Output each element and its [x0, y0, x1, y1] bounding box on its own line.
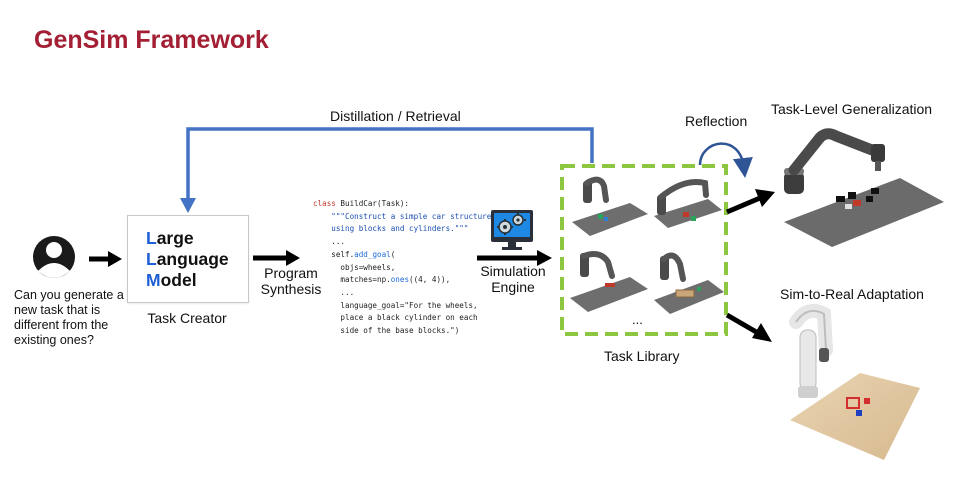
- arrow-code-to-sim: [477, 250, 552, 266]
- program-synthesis-label: Program Synthesis: [260, 265, 322, 297]
- arrow-llm-to-code: [253, 250, 300, 266]
- task-creator-label: Task Creator: [147, 310, 227, 326]
- arrow-to-sim-to-real: [725, 312, 772, 342]
- reflection-arrow-icon: [698, 142, 753, 178]
- arrow-user-to-llm: [89, 251, 122, 267]
- task-library-ellipsis: ...: [632, 312, 643, 327]
- llm-box: Large Language Model: [127, 215, 249, 303]
- monitor-gear-icon: [491, 210, 533, 250]
- task-library-label: Task Library: [604, 348, 680, 364]
- distillation-label: Distillation / Retrieval: [330, 108, 461, 124]
- reflection-label: Reflection: [685, 113, 748, 129]
- llm-line-2: Language: [146, 249, 229, 269]
- simulation-engine-label: Simulation Engine: [480, 263, 546, 295]
- task-library-box: [560, 164, 728, 336]
- sim-to-real-label: Sim-to-Real Adaptation: [780, 286, 924, 302]
- person-icon: [33, 236, 75, 278]
- task-thumbnail-4: [654, 252, 724, 314]
- task-level-scene: [784, 128, 944, 247]
- page-title: GenSim Framework: [34, 26, 269, 54]
- llm-line-3: Model: [146, 270, 197, 290]
- task-level-generalization-label: Task-Level Generalization: [771, 101, 933, 117]
- user-question: Can you generate a new task that is diff…: [14, 288, 124, 347]
- llm-line-1: Large: [146, 228, 194, 248]
- task-thumbnail-1: [572, 176, 648, 236]
- arrow-to-task-level: [726, 189, 775, 215]
- distillation-arrow: [180, 127, 594, 213]
- sim-to-real-scene: [789, 303, 920, 460]
- task-thumbnail-2: [654, 179, 722, 228]
- code-snippet: class BuildCar(Task): """Construct a sim…: [313, 199, 492, 336]
- task-thumbnail-3: [570, 251, 648, 312]
